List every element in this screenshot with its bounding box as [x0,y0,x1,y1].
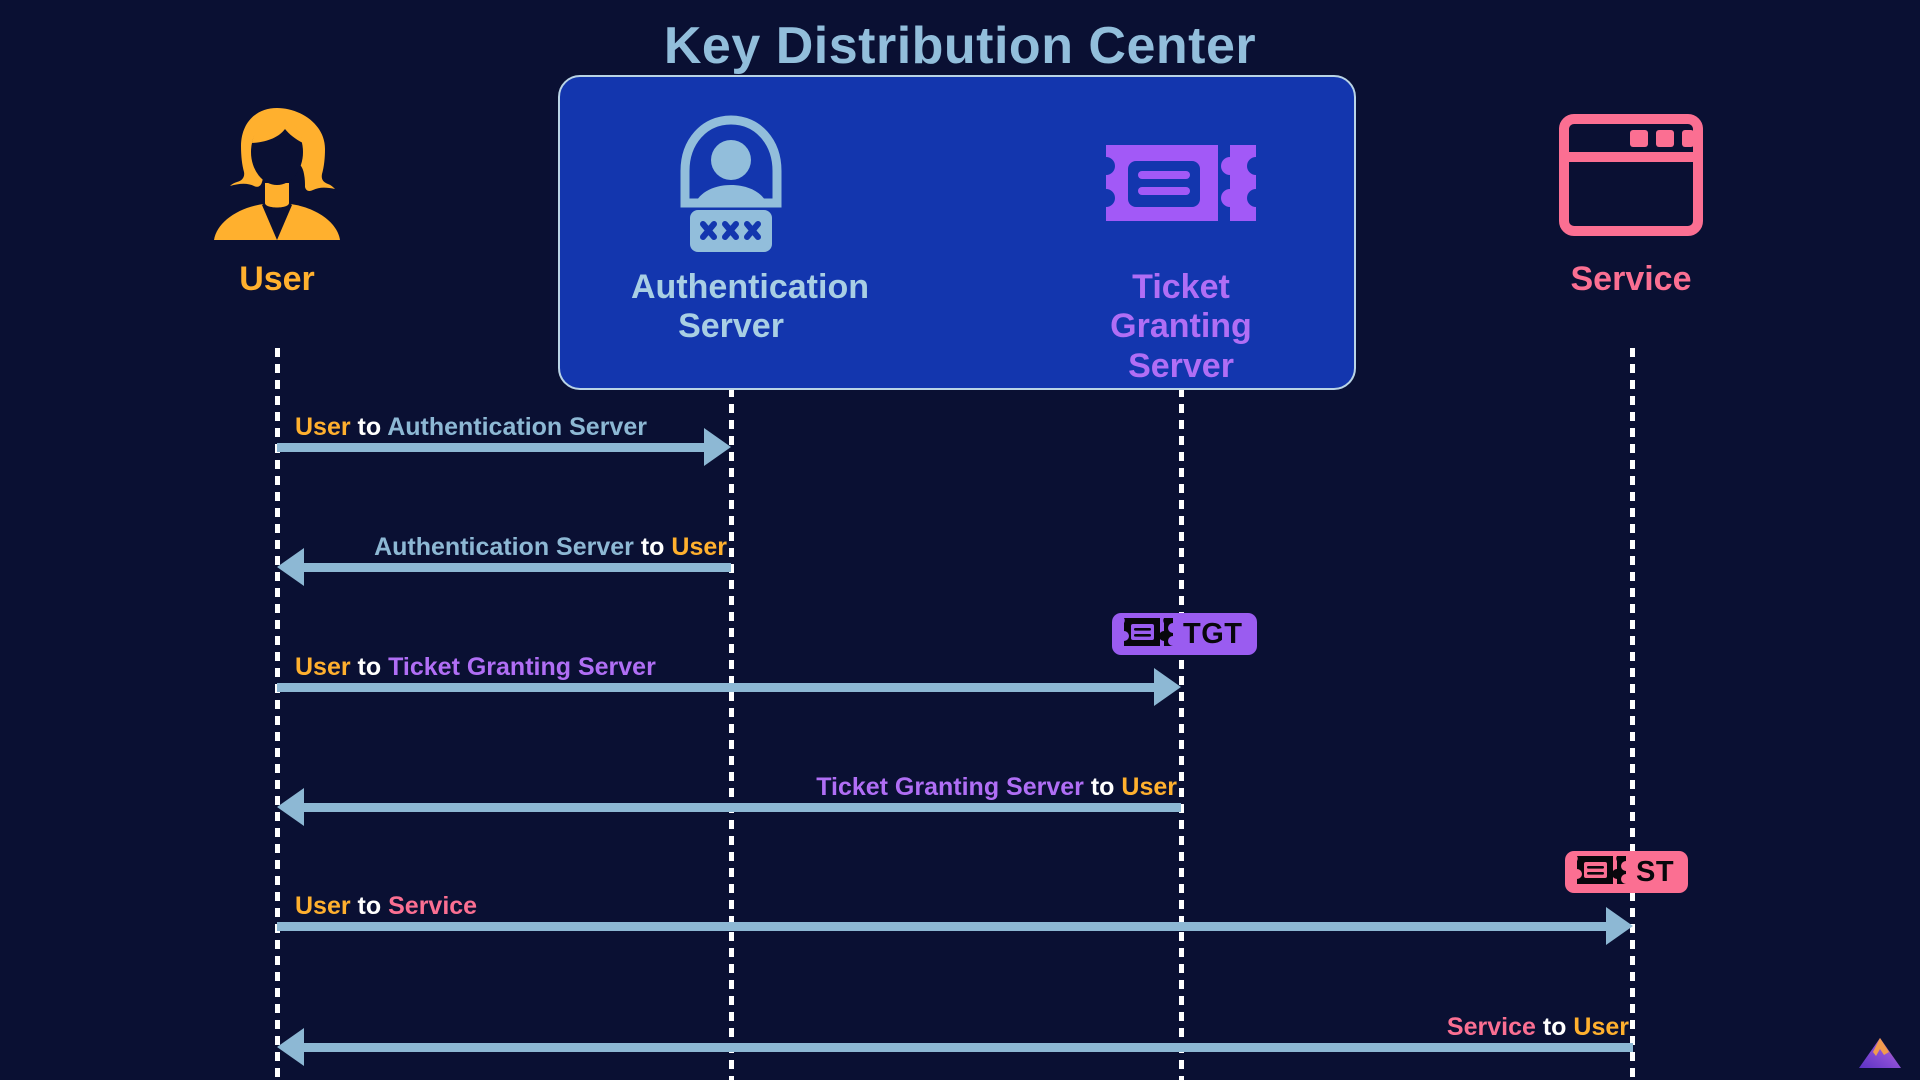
actor-ticket-granting-server[interactable]: Ticket Granting Server [1081,108,1281,386]
message-4-ticket-granting-server-to-user[interactable]: Ticket Granting Server to User [277,760,1181,826]
badge-st-label: ST [1636,855,1675,888]
message-6-line [303,1043,1633,1052]
actor-authentication-server[interactable]: Authentication Server [631,108,869,347]
message-6-part-3: User [1573,1013,1629,1041]
message-5-label: User to Service [295,894,477,919]
message-2-part-3: User [671,533,727,561]
message-5-part-1: User [295,892,351,920]
message-1-line [277,443,705,452]
message-6-label: Service to User [1447,1015,1629,1040]
badge-tgt[interactable]: TGT [1112,613,1257,655]
badge-tgt-label: TGT [1183,617,1243,650]
message-1-user-to-authentication-server[interactable]: User to Authentication Server [277,400,731,466]
actor-label-authentication-server: Authentication Server [631,268,869,346]
message-3-label: User to Ticket Granting Server [295,655,656,680]
user-password-icon [631,108,831,258]
message-5-part-3: Service [388,892,478,920]
message-5-line [277,922,1607,931]
message-2-authentication-server-to-user[interactable]: Authentication Server to User [277,520,731,586]
actor-user[interactable]: User [177,100,377,299]
message-5-arrowhead-icon [1606,907,1633,945]
message-4-arrowhead-icon [277,788,304,826]
ticket-icon [1575,855,1627,890]
message-3-user-to-ticket-granting-server[interactable]: User to Ticket Granting Server [277,640,1181,706]
message-2-label: Authentication Server to User [374,535,727,560]
message-1-arrowhead-icon [704,428,731,466]
female-user-icon [177,100,377,250]
message-1-part-3: Authentication Server [387,413,647,441]
message-4-line [303,803,1181,812]
lifeline-authentication-server [729,388,734,1080]
message-5-user-to-service[interactable]: User to Service [277,879,1633,945]
message-6-part-1: Service [1446,1013,1536,1041]
message-3-part-2: to [357,653,382,681]
mountain-logo-icon [1858,1036,1902,1070]
message-2-part-2: to [640,533,665,561]
message-3-part-1: User [295,653,351,681]
lifeline-user [275,348,280,1080]
ticket-icon [1122,617,1174,652]
actor-label-user: User [239,260,315,298]
ticket-icon [1081,108,1281,258]
page-title: Key Distribution Center [663,17,1257,75]
actor-service[interactable]: Service [1531,100,1731,299]
message-2-line [303,563,731,572]
message-1-part-1: User [295,413,351,441]
message-3-arrowhead-icon [1154,668,1181,706]
message-2-arrowhead-icon [277,548,304,586]
badge-st[interactable]: ST [1565,851,1689,893]
message-6-service-to-user[interactable]: Service to User [277,1000,1633,1066]
actor-label-service: Service [1570,260,1692,298]
message-3-line [277,683,1155,692]
message-3-part-3: Ticket Granting Server [388,653,656,681]
message-4-label: Ticket Granting Server to User [816,775,1177,800]
message-6-part-2: to [1542,1013,1567,1041]
message-1-part-2: to [357,413,382,441]
message-4-part-2: to [1090,773,1115,801]
lifeline-ticket-granting-server [1179,388,1184,1080]
message-4-part-1: Ticket Granting Server [816,773,1084,801]
message-1-label: User to Authentication Server [295,415,647,440]
message-6-arrowhead-icon [277,1028,304,1066]
lifeline-service [1630,348,1635,1080]
message-5-part-2: to [357,892,382,920]
browser-window-icon [1531,100,1731,250]
message-2-part-1: Authentication Server [374,533,634,561]
message-4-part-3: User [1121,773,1177,801]
actor-label-ticket-granting-server: Ticket Granting Server [1110,268,1252,385]
